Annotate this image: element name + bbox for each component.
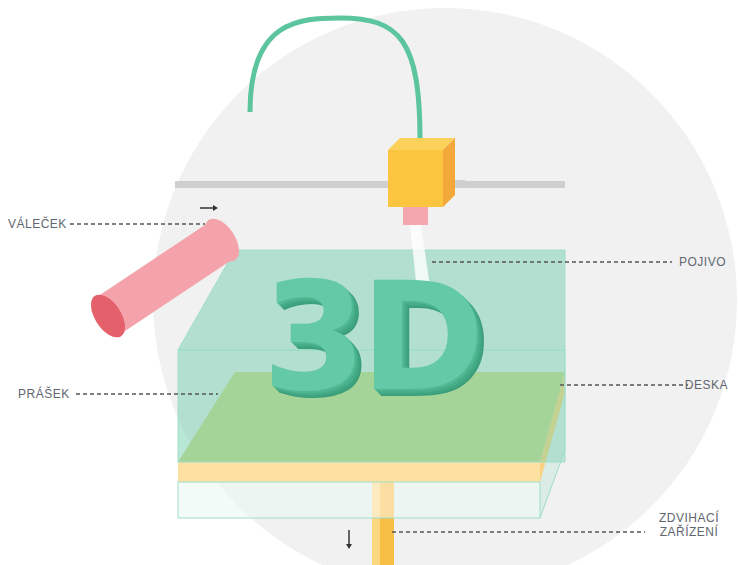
- nozzle: [403, 207, 428, 225]
- part-label: POJIVO: [679, 255, 726, 269]
- direction-arrow: [348, 530, 350, 544]
- part-label: DESKA: [685, 378, 728, 392]
- plate-front: [178, 462, 540, 482]
- cable: [250, 18, 420, 140]
- leader-line: [392, 531, 645, 532]
- rail-stub: [455, 180, 465, 187]
- head-side: [443, 138, 455, 207]
- box-edge: [540, 450, 565, 518]
- direction-arrow-head: [346, 544, 352, 549]
- object-text: 3D: [262, 262, 479, 412]
- roller-body: [108, 240, 222, 316]
- roller-face: [84, 289, 132, 343]
- leader-line: [76, 393, 218, 394]
- leader-line: [70, 223, 205, 224]
- leader-line: [560, 384, 688, 385]
- box-edge: [565, 350, 566, 450]
- part-label: PRÁŠEK: [18, 387, 70, 401]
- direction-arrow-head: [213, 205, 218, 211]
- part-label: VÁLEČEK: [8, 217, 67, 231]
- print-head: [388, 150, 443, 207]
- powder-box-back: [178, 250, 565, 518]
- roller-end: [198, 213, 246, 267]
- background-circle: [153, 8, 737, 565]
- part-label: ZDVIHACÍ ZAŘÍZENÍ: [650, 511, 728, 539]
- rail: [175, 181, 565, 188]
- box-bottom: [178, 482, 540, 518]
- direction-arrow: [200, 207, 213, 209]
